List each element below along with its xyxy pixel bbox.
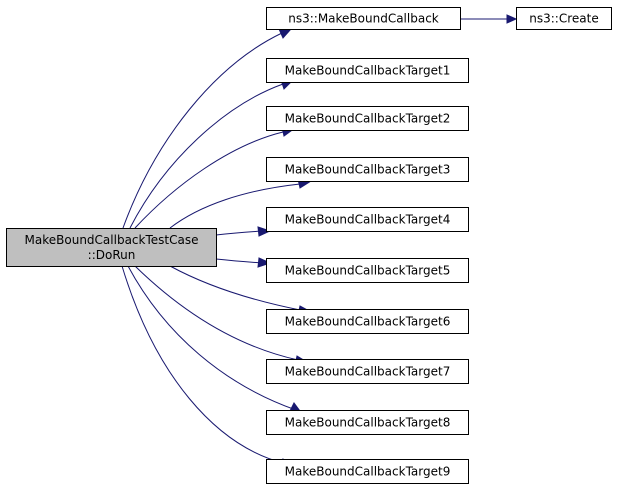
node-target-1-label: MakeBoundCallbackTarget1 (285, 64, 451, 78)
node-make-bound-callback-label: ns3::MakeBoundCallback (288, 12, 439, 26)
node-target-4-label: MakeBoundCallbackTarget4 (285, 213, 451, 227)
node-target-6-label: MakeBoundCallbackTarget6 (285, 315, 451, 329)
edge-root-to-t9 (121, 265, 284, 464)
edge-root-to-t5 (215, 258, 263, 264)
node-target-9-label: MakeBoundCallbackTarget9 (285, 465, 451, 479)
node-make-bound-callback[interactable]: ns3::MakeBoundCallback (266, 7, 461, 30)
arrowhead-root-to-t8 (289, 402, 301, 412)
node-target-5[interactable]: MakeBoundCallbackTarget5 (266, 258, 469, 283)
arrowhead-mbc-to-create (506, 14, 518, 24)
node-create[interactable]: ns3::Create (516, 7, 612, 30)
edge-root-to-t1 (129, 83, 284, 229)
edge-root-to-t6 (169, 265, 301, 311)
nodes-layer: MakeBoundCallbackTestCase ::DoRun ns3::M… (6, 7, 612, 484)
node-target-2[interactable]: MakeBoundCallbackTarget2 (266, 106, 469, 131)
node-target-7-label: MakeBoundCallbackTarget7 (285, 365, 451, 379)
edge-root-to-mbc (122, 32, 283, 229)
arrowhead-root-to-mbc (278, 28, 293, 39)
node-target-8-label: MakeBoundCallbackTarget8 (285, 416, 451, 430)
node-target-5-label: MakeBoundCallbackTarget5 (285, 264, 451, 278)
node-target-8[interactable]: MakeBoundCallbackTarget8 (266, 410, 469, 435)
edge-root-to-t8 (127, 265, 297, 411)
node-create-label: ns3::Create (529, 12, 598, 26)
node-target-6[interactable]: MakeBoundCallbackTarget6 (266, 309, 469, 334)
arrowhead-root-to-t4 (257, 226, 272, 237)
node-root-line-1: MakeBoundCallbackTestCase (25, 233, 199, 247)
arrowhead-root-to-t5 (257, 257, 272, 268)
edge-root-to-t3 (169, 183, 301, 229)
node-target-3-label: MakeBoundCallbackTarget3 (285, 163, 451, 177)
node-target-9[interactable]: MakeBoundCallbackTarget9 (266, 459, 469, 484)
node-target-2-label: MakeBoundCallbackTarget2 (285, 112, 451, 126)
edge-root-to-t4 (215, 230, 263, 236)
node-root-line-2: ::DoRun (88, 248, 136, 262)
edge-root-to-t2 (134, 131, 284, 229)
node-target-7[interactable]: MakeBoundCallbackTarget7 (266, 359, 469, 384)
node-target-1[interactable]: MakeBoundCallbackTarget1 (266, 58, 469, 83)
node-root[interactable]: MakeBoundCallbackTestCase ::DoRun (6, 228, 217, 267)
node-target-4[interactable]: MakeBoundCallbackTarget4 (266, 207, 469, 232)
edge-root-to-t7 (134, 265, 299, 361)
node-target-3[interactable]: MakeBoundCallbackTarget3 (266, 157, 469, 182)
